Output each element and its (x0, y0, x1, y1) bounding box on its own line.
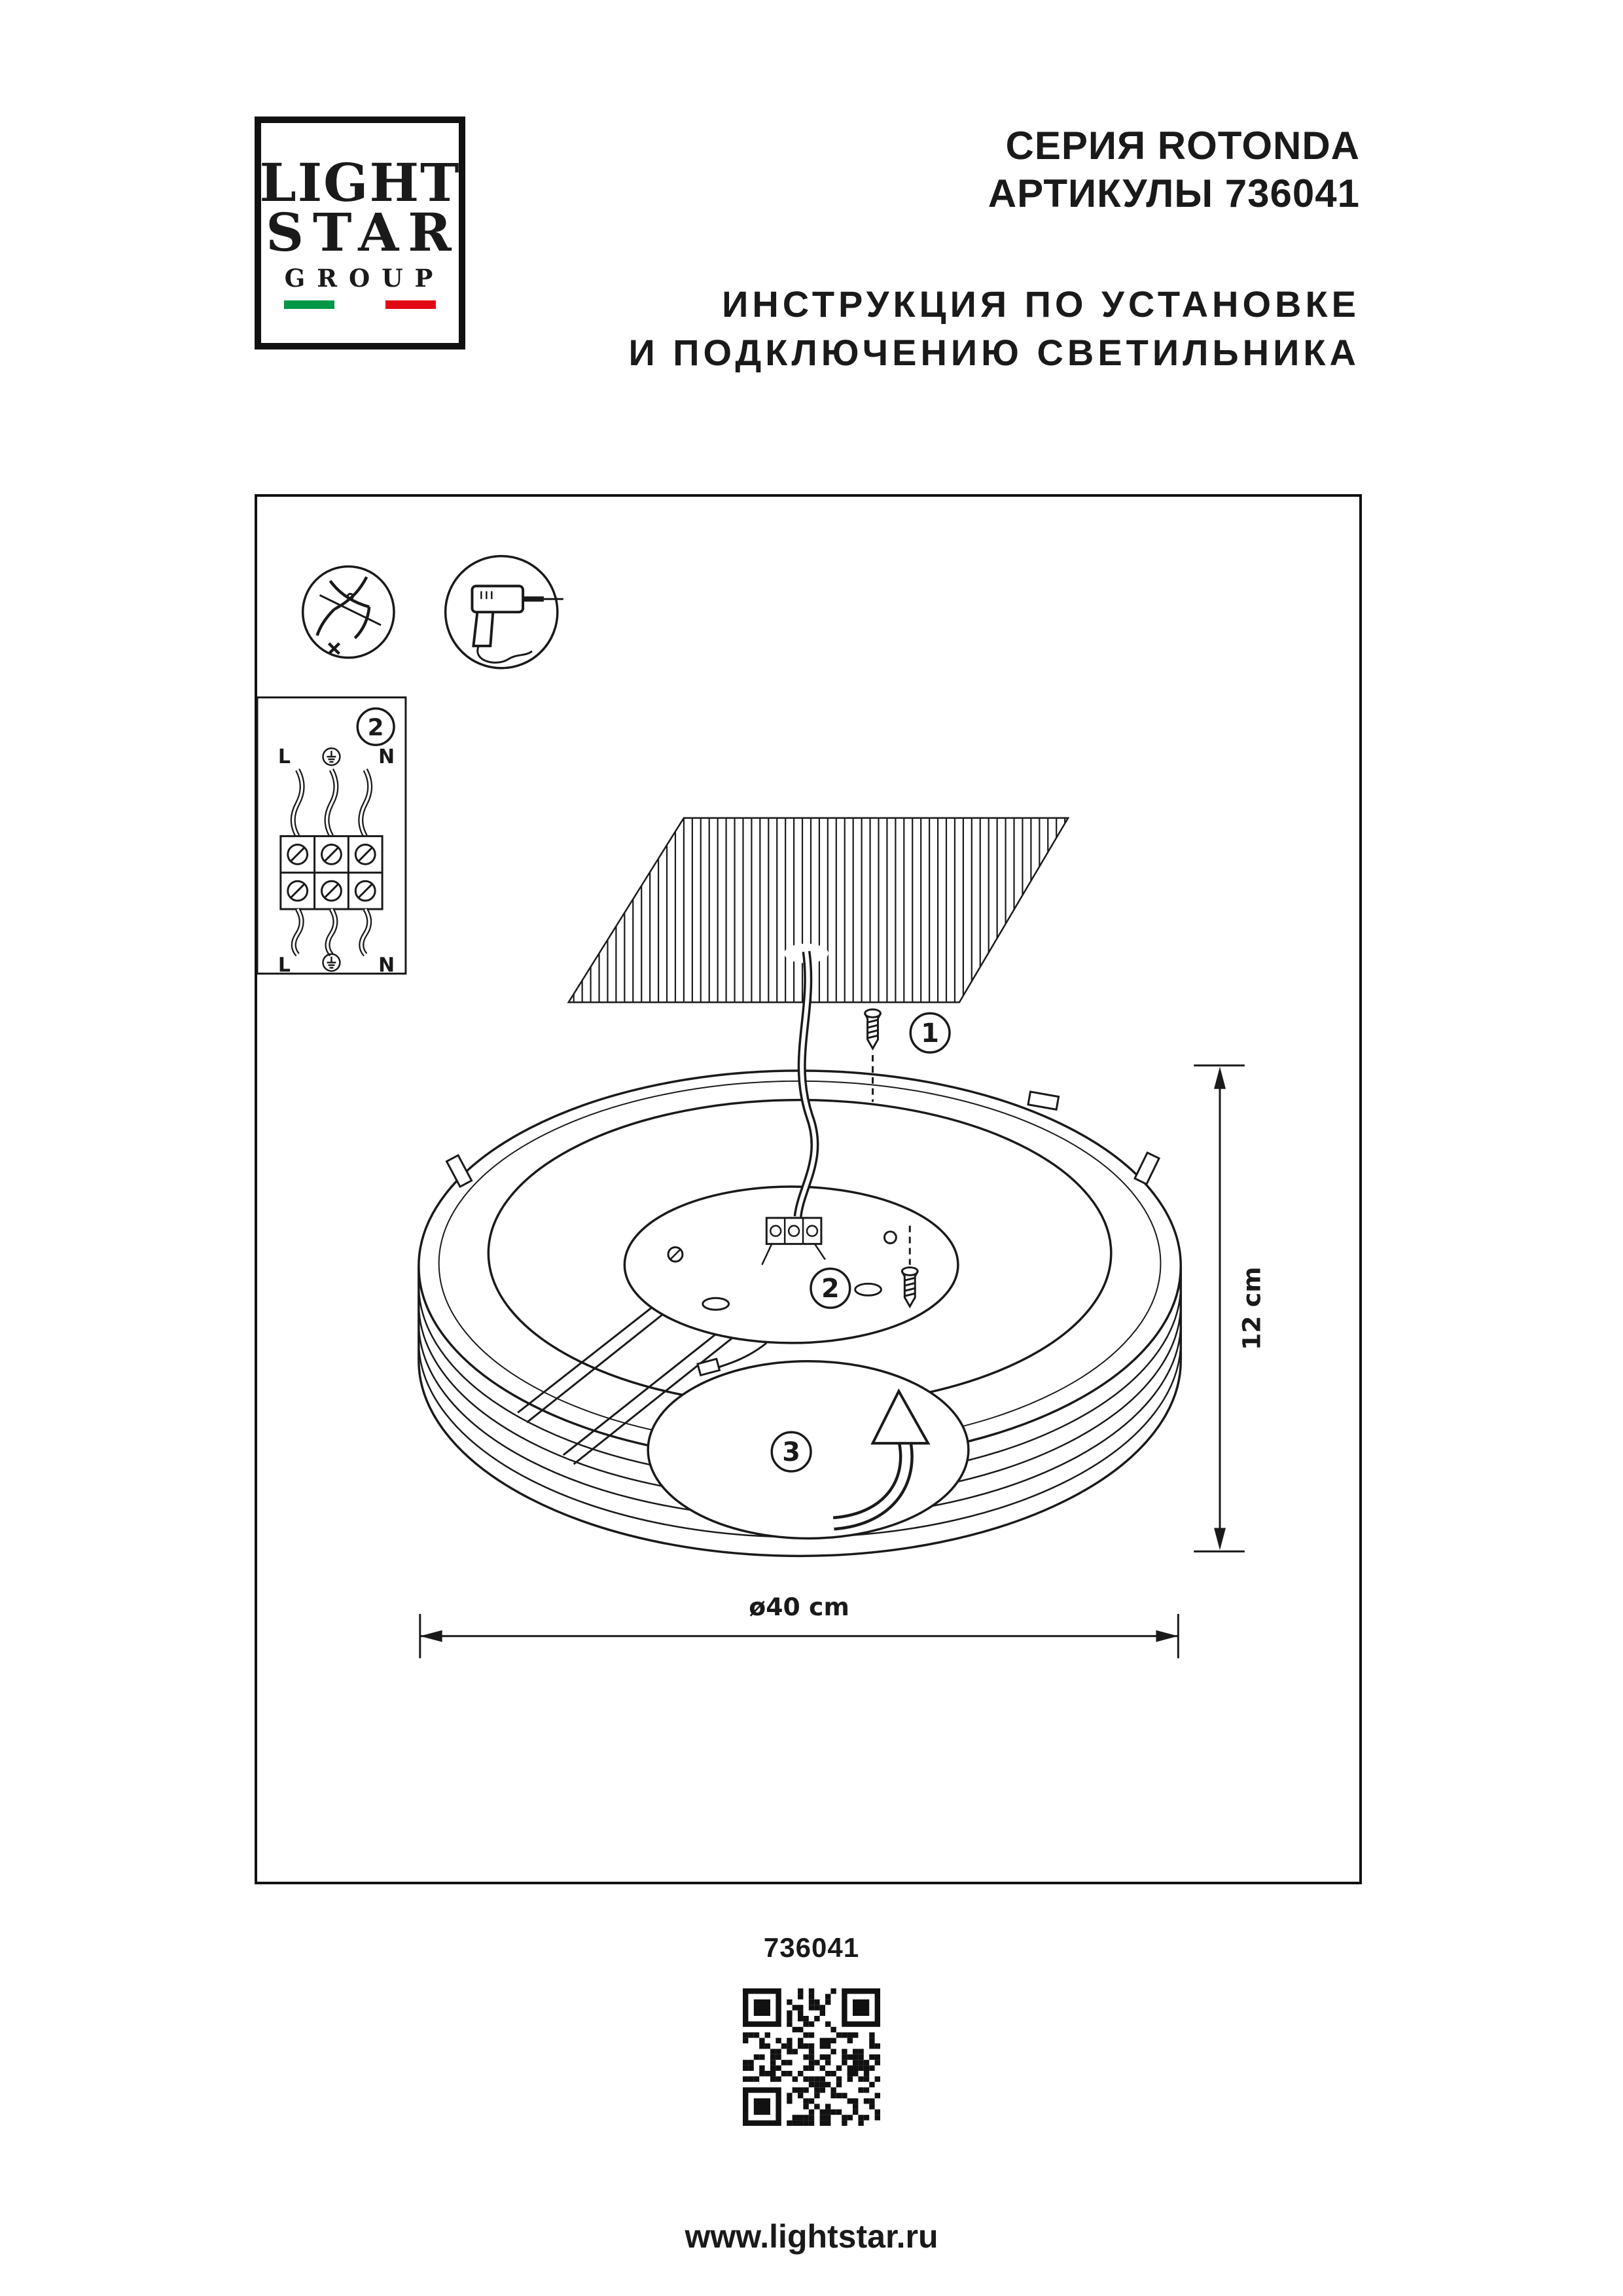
plate-screw-left (667, 1246, 684, 1263)
lightstar-logo: LIGHT STAR GROUP (255, 117, 465, 350)
article-number-line: АРТИКУЛЫ 736041 (988, 171, 1360, 216)
flag-red (385, 300, 436, 309)
instruction-title-line2: И ПОДКЛЮЧЕНИЮ СВЕТИЛЬНИКА (628, 332, 1360, 374)
plate-terminal-block (765, 1217, 823, 1246)
step2-badge: 2 (810, 1267, 851, 1309)
wire-connector (696, 1357, 721, 1377)
step1-number: 1 (921, 1018, 939, 1049)
step2-number: 2 (821, 1274, 840, 1304)
arrow-head (870, 1388, 931, 1445)
flag-green (284, 300, 335, 309)
mounting-plate (623, 1185, 959, 1344)
plate-slot-left (702, 1297, 730, 1311)
installation-diagram: 2 L N (257, 554, 1266, 1659)
wiring-step-badge (356, 707, 395, 746)
wires-top (290, 768, 373, 838)
qr-finder-top-right (842, 1988, 880, 2027)
installation-diagram-frame: 2 L N (255, 494, 1362, 1884)
plate-screw-right (883, 1230, 897, 1245)
wire-strip-icon (301, 565, 395, 659)
wiring-diagram: 2 L N (257, 696, 407, 977)
qr-finder-top-left (743, 1988, 781, 2027)
instruction-title-line1: ИНСТРУКЦИЯ ПО УСТАНОВКЕ (722, 283, 1360, 325)
step3-number: 3 (782, 1437, 800, 1467)
qr-modules (743, 1988, 880, 2126)
earth-symbol-bottom (322, 953, 341, 972)
wires-bottom (291, 907, 372, 957)
wire-label-n-bottom: N (378, 954, 395, 977)
screw-step1 (864, 1008, 882, 1102)
power-cable (696, 950, 819, 1377)
wire-label-l-bottom: L (278, 954, 291, 977)
drill-icon (444, 554, 563, 670)
qr-code (743, 1988, 880, 2126)
height-dimension: 12 cm (1194, 1064, 1266, 1552)
series-name: СЕРИЯ ROTONDA (1005, 124, 1360, 168)
article-number: 736041 (763, 1932, 860, 1963)
italian-flag-strip (284, 300, 436, 309)
rotate-arrow (832, 1388, 931, 1531)
wire-label-n-top: N (378, 745, 395, 768)
earth-symbol-top (322, 747, 341, 766)
logo-text-group: GROUP (284, 263, 445, 293)
qr-finder-bottom-left (743, 2087, 781, 2126)
wiring-step-number: 2 (368, 714, 384, 741)
website-url: www.lightstar.ru (685, 2218, 938, 2255)
ceiling (567, 817, 1070, 1003)
terminal-block (279, 835, 383, 910)
screw-step2 (901, 1225, 919, 1308)
wire-label-l-top: L (278, 745, 291, 768)
document-header: СЕРИЯ ROTONDA АРТИКУЛЫ 736041 ИНСТРУКЦИЯ… (628, 122, 1360, 377)
flag-white (334, 300, 385, 309)
step1-badge: 1 (909, 1012, 951, 1054)
plate-slot-right (854, 1282, 882, 1297)
logo-text-star: STAR (266, 201, 461, 263)
step3-badge: 3 (770, 1431, 812, 1473)
diameter-dimension: ø40 cm (419, 1592, 1179, 1659)
height-dimension-label: 12 cm (1238, 1266, 1266, 1350)
plate-wire (717, 1342, 768, 1369)
diameter-dimension-label: ø40 cm (749, 1592, 849, 1621)
logo-text-light: LIGHT (259, 151, 461, 213)
